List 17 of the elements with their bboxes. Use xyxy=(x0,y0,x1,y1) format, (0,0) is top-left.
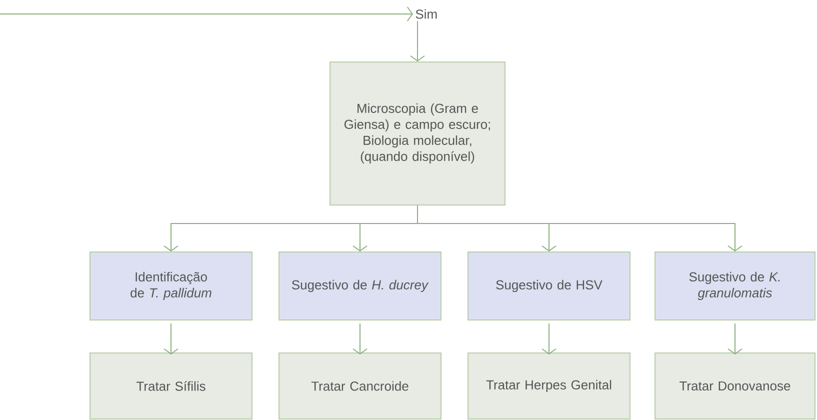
result-box: Identificação de T. pallidum xyxy=(90,252,252,320)
result-box: Sugestivo de K. granulomatis xyxy=(654,252,816,320)
arrow xyxy=(417,205,742,252)
result-box: Sugestivo de HSV xyxy=(468,252,630,320)
arrow xyxy=(164,323,178,354)
treatment-box: Tratar Cancroide xyxy=(278,352,442,420)
treatment-box: Tratar Donovanose xyxy=(654,352,816,420)
result-box: Sugestivo de H. ducrey xyxy=(278,252,442,320)
arrow xyxy=(410,20,425,62)
arrow xyxy=(352,323,368,354)
treatment-box: Tratar Sífilis xyxy=(90,352,252,420)
arrow xyxy=(728,323,742,354)
arrow xyxy=(542,323,556,354)
decision-label: Sim xyxy=(416,9,437,19)
process-box: Microscopia (Gram e Giensa) e campo escuro; Biologia molecular, (quando disponível) xyxy=(330,62,506,206)
arrow xyxy=(406,6,413,22)
treatment-box: Tratar Herpes Genital xyxy=(468,352,630,420)
